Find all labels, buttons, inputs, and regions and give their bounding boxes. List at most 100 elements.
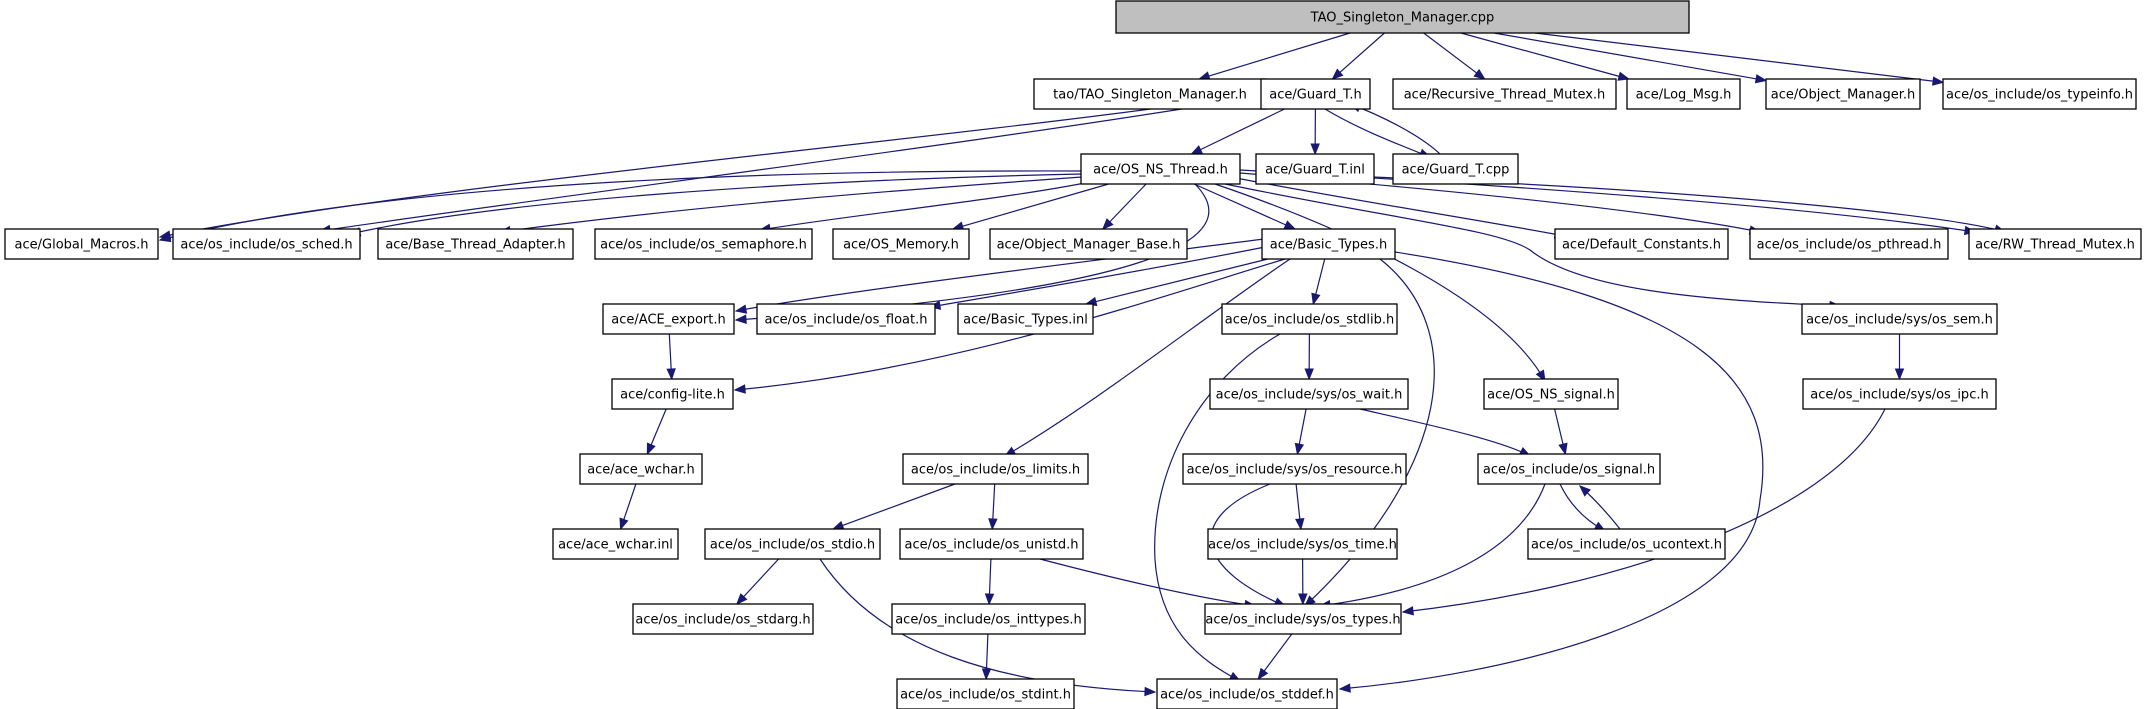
node-osns-thread-h[interactable]: ace/OS_NS_Thread.h xyxy=(1080,153,1241,185)
node-box xyxy=(1156,678,1338,709)
node-box xyxy=(1626,78,1741,110)
node-os-semaphore-h[interactable]: ace/os_include/os_semaphore.h xyxy=(594,228,813,260)
node-os-inttypes-h[interactable]: ace/os_include/os_inttypes.h xyxy=(891,603,1086,635)
edge-basic_types_h-to-basic_types_inl xyxy=(1093,258,1269,303)
arrowhead-os_stdio_h-to-os_stdarg_h xyxy=(735,593,748,605)
node-os-stddef-h[interactable]: ace/os_include/os_stddef.h xyxy=(1156,678,1338,709)
edge-root-to-objmgr_h xyxy=(1493,32,1759,80)
node-label: ace/os_include/sys/os_sem.h xyxy=(1806,313,1993,328)
node-box xyxy=(552,528,679,560)
node-os-memory-h[interactable]: ace/OS_Memory.h xyxy=(832,228,970,260)
node-box xyxy=(594,228,813,260)
node-label: ace/Base_Thread_Adapter.h xyxy=(385,238,565,253)
node-os-float-h[interactable]: ace/os_include/os_float.h xyxy=(756,303,936,335)
node-basic-types-inl[interactable]: ace/Basic_Types.inl xyxy=(957,303,1094,335)
node-label: ace/os_include/sys/os_wait.h xyxy=(1216,388,1403,403)
node-layer: TAO_Singleton_Manager.cpp tao/TAO_Singlet… xyxy=(4,0,2142,709)
node-label: ace/config-lite.h xyxy=(620,388,725,403)
edge-basic_types_h-to-os_stdlib_h xyxy=(1314,258,1326,297)
node-os-stdio-h[interactable]: ace/os_include/os_stdio.h xyxy=(704,528,881,560)
node-os-stdarg-h[interactable]: ace/os_include/os_stdarg.h xyxy=(632,603,814,635)
node-ace-wchar-inl[interactable]: ace/ace_wchar.inl xyxy=(552,528,679,560)
node-os-resource-h[interactable]: ace/os_include/sys/os_resource.h xyxy=(1182,453,1407,485)
node-box xyxy=(896,678,1075,709)
node-label: ace/os_include/os_float.h xyxy=(764,313,927,328)
node-os-stdint-h[interactable]: ace/os_include/os_stdint.h xyxy=(896,678,1075,709)
node-ace-wchar-h[interactable]: ace/ace_wchar.h xyxy=(579,453,703,485)
node-root[interactable]: TAO_Singleton_Manager.cpp xyxy=(1115,0,1690,34)
node-tsm-h[interactable]: tao/TAO_Singleton_Manager.h xyxy=(1033,78,1267,110)
edge-guard_h-to-osns_thread_h xyxy=(1198,108,1285,152)
node-label: ace/OS_NS_signal.h xyxy=(1487,388,1615,403)
node-box xyxy=(1392,78,1617,110)
node-label: ace/ace_wchar.h xyxy=(587,463,695,478)
node-logmsg-h[interactable]: ace/Log_Msg.h xyxy=(1626,78,1741,110)
node-os-sched-h[interactable]: ace/os_include/os_sched.h xyxy=(172,228,361,260)
edge-root-to-tsm_h xyxy=(1206,32,1351,78)
node-default-constants-h[interactable]: ace/Default_Constants.h xyxy=(1554,228,1729,260)
node-box xyxy=(1080,153,1241,185)
node-guard-cpp[interactable]: ace/Guard_T.cpp xyxy=(1392,153,1519,185)
node-box xyxy=(1765,78,1921,110)
node-os-types-h[interactable]: ace/os_include/sys/os_types.h xyxy=(1204,603,1402,635)
node-os-unistd-h[interactable]: ace/os_include/os_unistd.h xyxy=(899,528,1084,560)
edge-os_inttypes_h-to-os_stdint_h xyxy=(985,633,989,672)
edge-osns_thread_h-to-global_macros_h xyxy=(159,170,1083,241)
edge-osns_thread_h-to-omb_h xyxy=(1108,183,1147,224)
node-label: ace/os_include/sys/os_resource.h xyxy=(1187,463,1403,478)
node-label: tao/TAO_Singleton_Manager.h xyxy=(1053,88,1247,103)
node-config-lite-h[interactable]: ace/config-lite.h xyxy=(611,378,734,410)
node-os-sem-h[interactable]: ace/os_include/sys/os_sem.h xyxy=(1801,303,1998,335)
arrowhead-root-to-rtm_h xyxy=(1473,68,1486,80)
node-label: ace/OS_Memory.h xyxy=(843,238,959,253)
node-box xyxy=(1204,603,1402,635)
node-osns-signal-h[interactable]: ace/OS_NS_signal.h xyxy=(1483,378,1619,410)
node-typeinfo-h[interactable]: ace/os_include/os_typeinfo.h xyxy=(1942,78,2137,110)
node-label: ace/os_include/os_stdlib.h xyxy=(1225,313,1394,328)
node-rw-thread-mutex-h[interactable]: ace/RW_Thread_Mutex.h xyxy=(1968,228,2142,260)
node-rtm-h[interactable]: ace/Recursive_Thread_Mutex.h xyxy=(1392,78,1617,110)
edge-basic_types_h-to-os_stddef_h xyxy=(1339,251,1764,690)
node-os-wait-h[interactable]: ace/os_include/sys/os_wait.h xyxy=(1209,378,1409,410)
node-os-pthread-h[interactable]: ace/os_include/os_pthread.h xyxy=(1749,228,1949,260)
node-label: ace/ace_wchar.inl xyxy=(558,538,673,553)
edge-os_ipc_h-to-os_types_h xyxy=(1402,408,1886,613)
edge-basic_types_h-to-ace_export_h xyxy=(735,238,1265,312)
node-guard-h[interactable]: ace/Guard_T.h xyxy=(1260,78,1371,110)
node-guard-inl[interactable]: ace/Guard_T.inl xyxy=(1255,153,1375,185)
node-label: ace/Guard_T.h xyxy=(1269,88,1361,103)
node-box xyxy=(1801,303,1998,335)
node-box xyxy=(902,453,1089,485)
node-os-limits-h[interactable]: ace/os_include/os_limits.h xyxy=(902,453,1089,485)
node-label: ace/os_include/os_pthread.h xyxy=(1757,238,1942,253)
arrowhead-os_wait_h-to-os_resource_h xyxy=(1294,442,1305,456)
arrowhead-os_time_h-to-os_types_h xyxy=(1298,593,1308,606)
node-objmgr-h[interactable]: ace/Object_Manager.h xyxy=(1765,78,1921,110)
node-os-signal-h[interactable]: ace/os_include/os_signal.h xyxy=(1477,453,1661,485)
node-os-time-h[interactable]: ace/os_include/sys/os_time.h xyxy=(1207,528,1398,560)
node-basic-types-h[interactable]: ace/Basic_Types.h xyxy=(1261,228,1396,260)
node-label: ace/os_include/os_stddef.h xyxy=(1160,688,1334,703)
node-omb-h[interactable]: ace/Object_Manager_Base.h xyxy=(989,228,1188,260)
edge-osns_thread_h-to-os_sem_h xyxy=(1224,183,1841,307)
arrowhead-osns_thread_h-to-global_macros_h xyxy=(158,232,172,243)
node-os-stdlib-h[interactable]: ace/os_include/os_stdlib.h xyxy=(1221,303,1398,335)
node-box xyxy=(1477,453,1661,485)
node-box xyxy=(4,228,159,260)
node-global-macros-h[interactable]: ace/Global_Macros.h xyxy=(4,228,159,260)
arrowhead-os_limits_h-to-os_stdio_h xyxy=(831,520,845,530)
edge-os_limits_h-to-os_stdio_h xyxy=(840,483,956,527)
node-label: ace/os_include/os_stdio.h xyxy=(710,538,875,553)
node-box xyxy=(1968,228,2142,260)
node-box xyxy=(1554,228,1729,260)
node-os-ucontext-h[interactable]: ace/os_include/os_ucontext.h xyxy=(1527,528,1726,560)
node-ace-export-h[interactable]: ace/ACE_export.h xyxy=(602,303,735,335)
arrowhead-osns_thread_h-to-basic_types_h xyxy=(1283,220,1297,230)
edge-root-to-logmsg_h xyxy=(1460,32,1622,78)
node-label: ace/Global_Macros.h xyxy=(15,238,149,253)
node-os-ipc-h[interactable]: ace/os_include/sys/os_ipc.h xyxy=(1802,378,1997,410)
node-bta-h[interactable]: ace/Base_Thread_Adapter.h xyxy=(377,228,574,260)
edge-os_unistd_h-to-os_types_h xyxy=(1039,558,1256,607)
node-label: ace/Object_Manager_Base.h xyxy=(997,238,1181,253)
